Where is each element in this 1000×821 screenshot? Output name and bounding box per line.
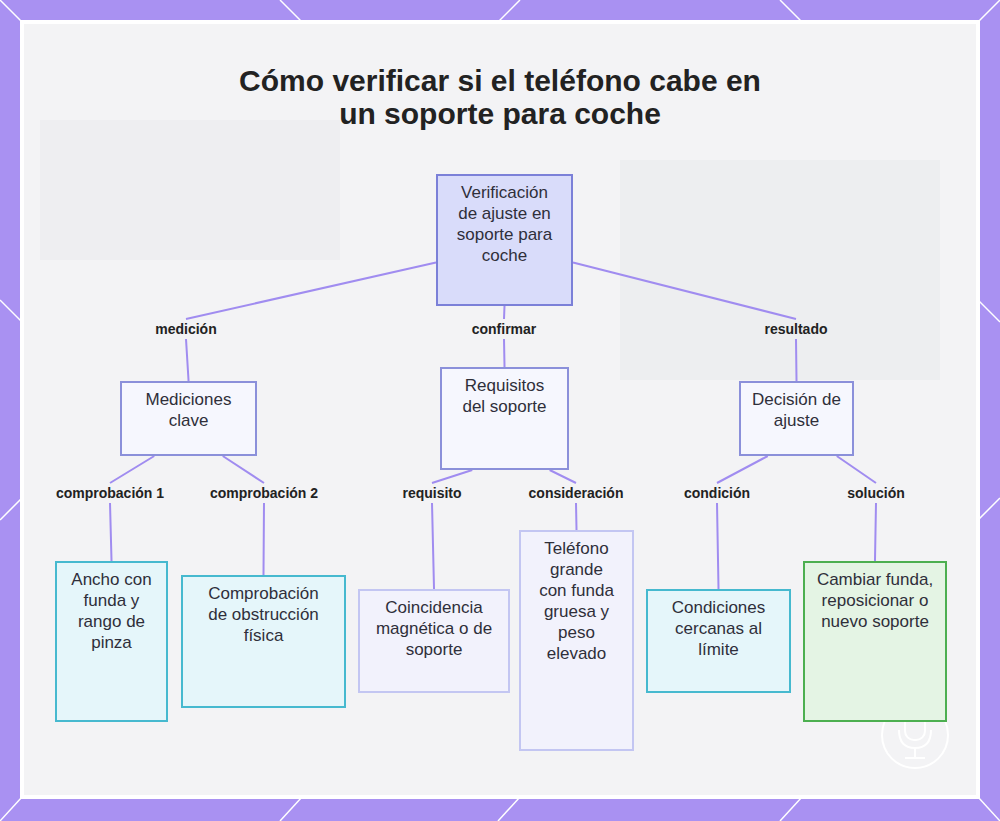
node-label: Condiciones cercanas al límite — [662, 597, 775, 660]
frame-line — [978, 797, 1000, 821]
background-blur — [40, 120, 340, 260]
edge-label: medición — [155, 321, 216, 337]
process-box: Decisión de ajuste — [739, 381, 854, 456]
process-box: Coincidencia magnética o de soporte — [358, 589, 510, 693]
frame-line — [280, 0, 302, 22]
process-box: Comprobación de obstrucción física — [181, 575, 346, 708]
frame-line — [978, 0, 1000, 22]
node-label: Decisión de ajuste — [749, 389, 844, 431]
connector — [186, 262, 436, 381]
node-label: Ancho con funda y rango de pinza — [69, 569, 154, 653]
edge-label: resultado — [764, 321, 827, 337]
process-box: Cambiar funda, reposicionar o nuevo sopo… — [803, 561, 947, 722]
edge-label: comprobación 1 — [56, 485, 164, 501]
edge-label: comprobación 2 — [210, 485, 318, 501]
process-box: Condiciones cercanas al límite — [646, 589, 791, 693]
edge-label: solución — [847, 485, 905, 501]
edge-label: condición — [684, 485, 750, 501]
frame-line — [0, 0, 22, 22]
frame-line — [978, 498, 1000, 520]
frame-line — [0, 498, 22, 520]
frame-line — [780, 0, 802, 22]
watermark-stand — [899, 730, 931, 758]
connector — [717, 456, 768, 589]
node-label: Coincidencia magnética o de soporte — [372, 597, 496, 660]
frame-line — [0, 300, 22, 322]
edge-label: requisito — [402, 485, 461, 501]
node-label: Teléfono grande con funda gruesa y peso … — [537, 538, 616, 664]
frame-line — [498, 0, 520, 22]
process-box: Verificación de ajuste en soporte para c… — [436, 174, 573, 306]
edge-label: confirmar — [472, 321, 537, 337]
panel — [22, 22, 978, 797]
node-label: Requisitos del soporte — [456, 375, 553, 417]
connector — [110, 456, 154, 561]
connector — [223, 456, 264, 575]
process-box: Ancho con funda y rango de pinza — [55, 561, 168, 722]
node-label: Verificación de ajuste en soporte para c… — [450, 182, 559, 266]
frame-line — [498, 797, 520, 821]
background-blur — [620, 160, 940, 380]
node-label: Cambiar funda, reposicionar o nuevo sopo… — [813, 569, 937, 632]
process-box: Teléfono grande con funda gruesa y peso … — [519, 530, 634, 751]
edge-label: consideración — [529, 485, 624, 501]
frame-line — [0, 797, 22, 821]
frame-line — [780, 797, 802, 821]
connector — [837, 456, 876, 561]
connector — [573, 262, 797, 381]
node-label: Mediciones clave — [132, 389, 245, 431]
process-box: Requisitos del soporte — [440, 367, 569, 470]
frame-line — [978, 300, 1000, 322]
diagram-title: Cómo verificar si el teléfono cabe en un… — [220, 64, 780, 130]
process-box: Mediciones clave — [120, 381, 257, 456]
frame-line — [280, 797, 302, 821]
node-label: Comprobación de obstrucción física — [208, 583, 319, 646]
